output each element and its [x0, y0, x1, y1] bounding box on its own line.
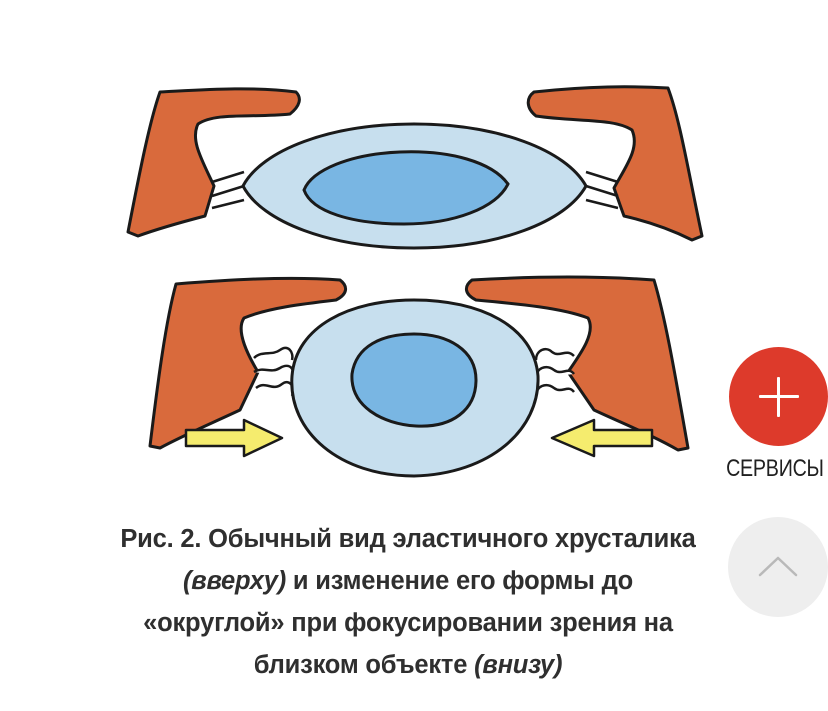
top-left-muscle: [126, 87, 301, 238]
top-lens-nucleus: [302, 150, 510, 226]
bottom-right-zonules: [534, 348, 575, 397]
plus-icon-vertical: [777, 377, 780, 417]
chevron-up-icon: [758, 556, 798, 577]
services-button[interactable]: [729, 347, 828, 446]
top-left-zonules: [211, 170, 245, 210]
bottom-right-muscle: [465, 275, 690, 452]
right-arrow: [550, 418, 654, 458]
caption-text-2: и изменение его формы до «округлой» при …: [143, 567, 673, 679]
caption-emphasis-bottom: (внизу): [474, 651, 563, 679]
caption-text-1: Рис. 2. Обычный вид эластичного хрустали…: [120, 525, 696, 553]
left-arrow: [184, 418, 284, 458]
bottom-lens-nucleus: [350, 332, 478, 428]
caption-emphasis-top: (вверху): [183, 567, 287, 595]
bottom-left-muscle: [148, 276, 347, 450]
top-right-muscle: [526, 85, 704, 242]
top-right-zonules: [585, 170, 619, 210]
top-diagram: [126, 85, 704, 250]
scroll-to-top-button[interactable]: [728, 517, 828, 617]
services-label[interactable]: СЕРВИСЫ: [726, 455, 824, 482]
bottom-left-zonules: [253, 346, 295, 397]
bottom-diagram: [148, 275, 690, 478]
figure-caption: Рис. 2. Обычный вид эластичного хрустали…: [118, 518, 698, 686]
